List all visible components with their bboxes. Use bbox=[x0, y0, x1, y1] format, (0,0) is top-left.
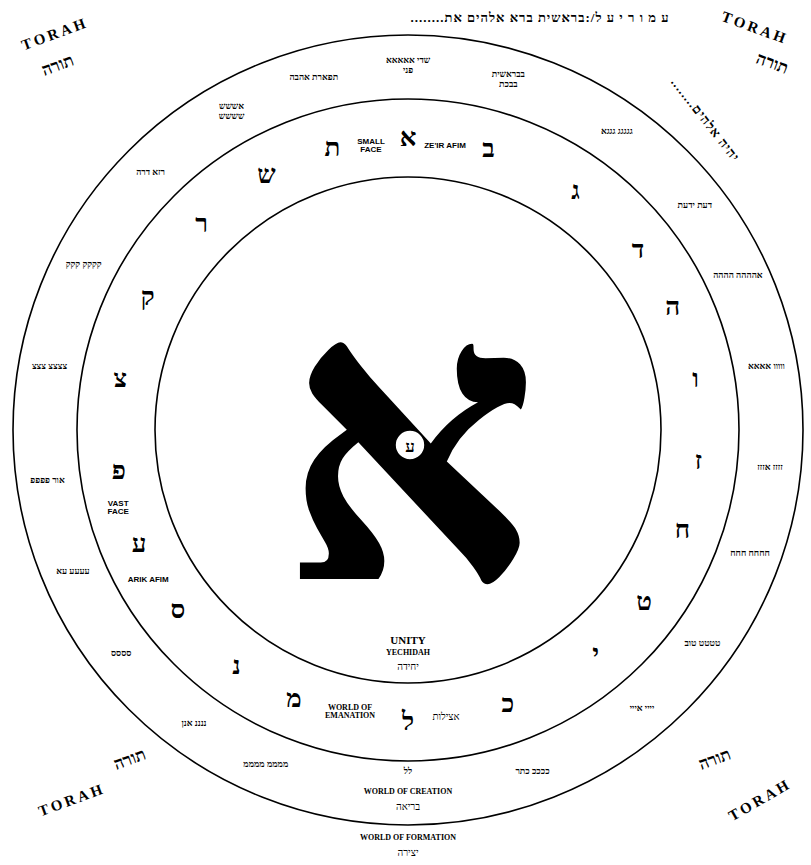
letter-permutation: ככככ כתר bbox=[506, 767, 558, 777]
ring-letter: ו bbox=[692, 366, 699, 392]
torah-word: תורה bbox=[753, 50, 790, 79]
ring-letter: ה bbox=[665, 294, 680, 320]
face-label: VAST FACE bbox=[97, 499, 139, 516]
letter-permutation: לל bbox=[382, 767, 434, 777]
world-of-creation-circle: WORLD OF CREATIONבריאהWORLD OF EMANATION… bbox=[12, 34, 804, 826]
world-of-emanation-circle: WORLD OF EMANATIONאצילותUNITYYECHIDAHיחי… bbox=[76, 98, 740, 762]
letter-permutation: יייי אייי bbox=[616, 704, 668, 714]
letter-permutation: אור פפפפ bbox=[22, 476, 74, 486]
ring-letter: ע bbox=[132, 531, 147, 557]
letter-permutation: עעעע עא bbox=[47, 567, 99, 577]
ring-letter: ח bbox=[675, 517, 690, 543]
face-label: ARIK AFIM bbox=[127, 576, 169, 584]
world-label: יצירה bbox=[397, 847, 418, 858]
letter-permutation: שדי אאאאא פני bbox=[382, 56, 434, 76]
torah-word: תורה bbox=[696, 746, 733, 775]
world-label: WORLD OF EMANATION bbox=[325, 704, 375, 721]
world-label: WORLD OF CREATION bbox=[364, 788, 452, 797]
face-label: SMALL FACE bbox=[350, 138, 392, 155]
torah-word: TORAH bbox=[36, 780, 107, 819]
face-label: ZE'IR AFIM bbox=[424, 142, 466, 150]
torah-word: תורה bbox=[39, 52, 76, 81]
letter-permutation: גגגגג גגגא bbox=[591, 127, 643, 137]
ring-letter: ג bbox=[571, 178, 580, 204]
letter-permutation: אהההה הההה bbox=[712, 271, 764, 281]
verse-text: ע מ ו ר י ע ל/:בראשית ברא אלהים את......… bbox=[410, 11, 669, 25]
ring-letter: ש bbox=[257, 162, 275, 188]
letter-permutation: חחחח חחח bbox=[724, 550, 776, 560]
unity-label: UNITY bbox=[390, 634, 425, 646]
letter-permutation: דעת ידעת bbox=[669, 201, 721, 211]
ring-letter: א bbox=[400, 125, 417, 151]
letter-permutation: צצצצ צצצ bbox=[24, 362, 76, 372]
ring-letter: צ bbox=[114, 366, 128, 392]
ring-letter: ד bbox=[632, 237, 645, 263]
center-circle: ע bbox=[394, 429, 426, 461]
ring-letter: י bbox=[592, 641, 599, 667]
letter-permutation: ננננ אנן bbox=[168, 720, 220, 730]
verse-text: יהיה אלהים........ bbox=[668, 75, 742, 165]
letter-permutation: בבראשית בבכת bbox=[482, 70, 534, 90]
ring-letter: ל bbox=[402, 709, 414, 735]
ring-letter: ת bbox=[324, 135, 340, 161]
ring-letter: מ bbox=[286, 686, 301, 712]
ring-letter: ב bbox=[482, 136, 495, 162]
letter-permutation: סססס bbox=[95, 649, 147, 659]
letter-permutation: ווווו אאאא bbox=[740, 362, 792, 372]
torah-word: TORAH bbox=[726, 775, 795, 824]
ring-letter: ס bbox=[170, 597, 185, 623]
ring-letter: נ bbox=[232, 653, 240, 679]
circle-line bbox=[13, 35, 803, 825]
center-letter: ע bbox=[405, 438, 415, 455]
unity-label: יחידה bbox=[397, 661, 419, 672]
ring-letter: ק bbox=[141, 284, 155, 310]
letter-permutation: אששש שששש bbox=[206, 102, 258, 122]
torah-word: TORAH bbox=[719, 8, 790, 47]
ring-letter: ט bbox=[636, 589, 652, 615]
letter-permutation: זזזז אזזז bbox=[744, 463, 796, 473]
ring-letter: פ bbox=[112, 458, 126, 484]
world-label: בריאה bbox=[396, 801, 420, 812]
world-label: WORLD OF FORMATION bbox=[360, 834, 456, 843]
ring-letter: ר bbox=[195, 211, 208, 237]
letter-permutation: תפארת אהבה bbox=[288, 73, 340, 83]
unity-label: YECHIDAH bbox=[386, 649, 430, 658]
world-label: אצילות bbox=[432, 711, 459, 722]
unity-circle: UNITY YECHIDAH יחידה ע bbox=[154, 176, 662, 684]
circle-line bbox=[77, 99, 739, 761]
circle-line bbox=[395, 430, 425, 460]
ring-letter: ז bbox=[695, 448, 702, 474]
torah-word: TORAH bbox=[19, 14, 90, 53]
letter-permutation: קקקק קקק bbox=[58, 260, 110, 270]
letter-permutation: טטטט טוב bbox=[676, 639, 728, 649]
circle-line bbox=[155, 177, 661, 683]
letter-permutation: ממממ ממממ bbox=[240, 760, 292, 770]
torah-word: תורה bbox=[111, 746, 148, 775]
ring-letter: כ bbox=[502, 691, 515, 717]
letter-permutation: רזא דרה bbox=[125, 168, 177, 178]
